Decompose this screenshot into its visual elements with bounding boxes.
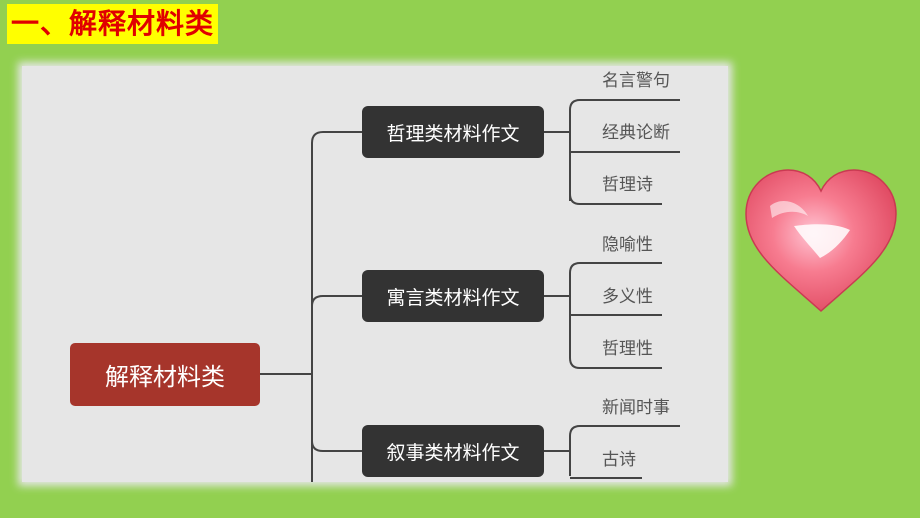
connector-cat1-leaves — [569, 99, 680, 201]
root-node: 解释材料类 — [70, 343, 260, 406]
heart-icon — [745, 169, 897, 313]
mind-map-panel: 解释材料类 哲理类材料作文 寓言类材料作文 叙事类材料作文 名言警句 经典论断 … — [22, 66, 728, 482]
mind-map-connectors — [260, 99, 680, 482]
category-node-philosophy: 哲理类材料作文 — [362, 106, 544, 158]
slide-title: 一、解释材料类 — [7, 4, 219, 44]
connector-cat2-leaves — [569, 262, 662, 358]
leaf-node: 名言警句 — [602, 71, 670, 91]
leaf-node: 经典论断 — [602, 123, 670, 143]
leaf-node: 新闻时事 — [602, 398, 670, 418]
connector-cat3-leaves — [569, 425, 680, 476]
connector-branch-3 — [311, 440, 362, 452]
connector-trunk — [311, 131, 362, 482]
category-node-fable: 寓言类材料作文 — [362, 270, 544, 322]
connector-branch-2 — [311, 295, 362, 307]
leaf-node: 哲理性 — [602, 339, 653, 359]
category-node-narrative: 叙事类材料作文 — [362, 425, 544, 477]
leaf-node: 多义性 — [602, 287, 653, 307]
leaf-node: 哲理诗 — [602, 175, 653, 195]
leaf-node: 隐喻性 — [602, 235, 653, 255]
leaf-node: 古诗 — [602, 450, 636, 470]
